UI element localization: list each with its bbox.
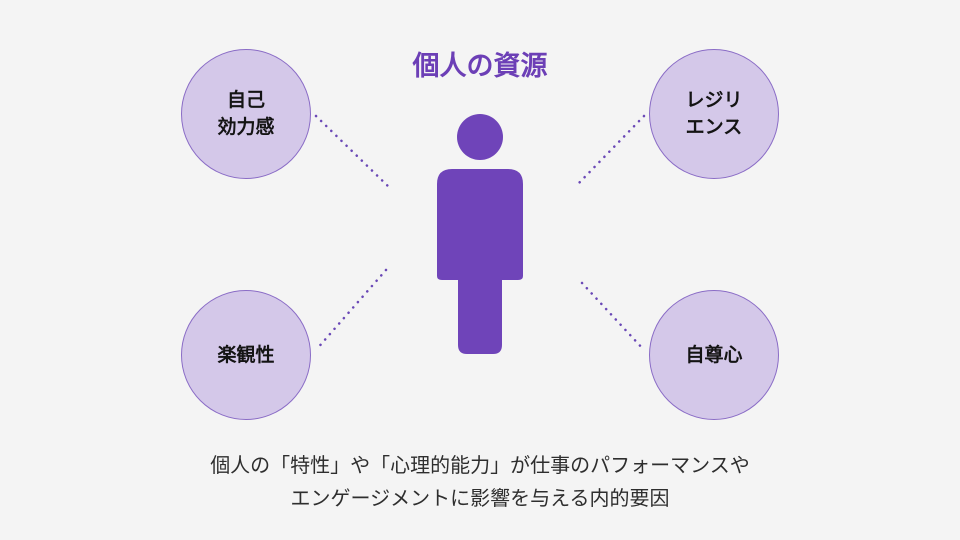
caption-line-1: 個人の「特性」や「心理的能力」が仕事のパフォーマンスや (210, 453, 750, 477)
resource-self-esteem: 自尊心 (649, 290, 779, 420)
diagram-title: 個人の資源 (412, 51, 548, 82)
resource-optimism: 楽観性 (181, 290, 311, 420)
caption: 個人の「特性」や「心理的能力」が仕事のパフォーマンスや エンゲージメントに影響を… (0, 449, 960, 515)
connector-bottom-right (580, 281, 646, 352)
resource-self-efficacy: 自己 効力感 (181, 49, 311, 179)
resource-resilience: レジリ エンス (649, 49, 779, 179)
caption-line-2: エンゲージメントに影響を与える内的要因 (290, 486, 670, 510)
connector-top-right (576, 114, 646, 186)
person-icon (437, 114, 523, 354)
connector-bottom-left (314, 268, 388, 352)
connector-top-left (314, 114, 394, 192)
